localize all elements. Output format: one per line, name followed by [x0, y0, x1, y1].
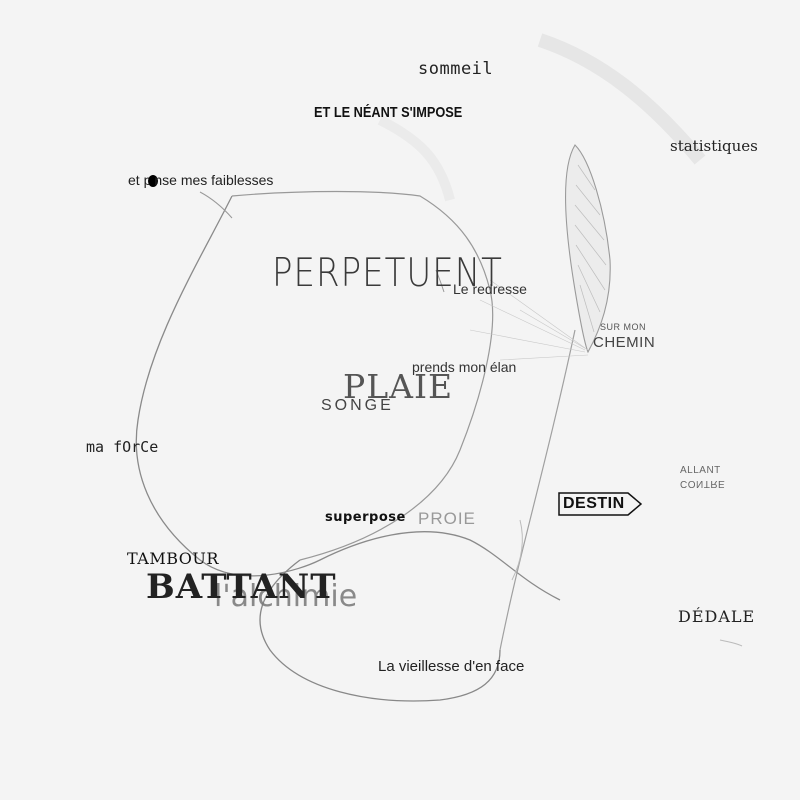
wisp-line — [511, 519, 523, 581]
word-sur-mon: SUR MON — [600, 322, 646, 332]
neck-line — [499, 329, 576, 651]
word-battant: BATTANT — [146, 567, 337, 607]
word-dedale: DÉDALE — [678, 607, 756, 626]
wisp-line — [719, 639, 743, 647]
word-plaie: PLAIE — [343, 367, 454, 406]
word-allant: ALLANT — [680, 465, 721, 476]
phrase-pense-start: et p — [128, 172, 152, 188]
word-proie: PROIE — [418, 509, 476, 528]
phrase-pense-end: nse mes faiblesses — [154, 172, 274, 188]
word-sommeil: sommeil — [418, 59, 494, 79]
word-neant: ET LE NÉANT S'IMPOSE — [314, 104, 463, 121]
word-vieillesse: La vieillesse d'en face — [378, 658, 525, 675]
ink-blot — [148, 175, 159, 187]
word-superpose: superpose — [325, 510, 406, 525]
word-destin: DESTIN — [563, 495, 625, 512]
chin-line — [259, 559, 501, 702]
word-perpetuent: PERPETUENT — [272, 250, 503, 297]
feather-shape — [564, 144, 611, 354]
word-tambour: TAMBOUR — [127, 549, 219, 568]
word-statistiques: statistiques — [670, 137, 758, 155]
word-alchimie: l'alchimie — [214, 579, 358, 614]
wisp-line — [199, 191, 233, 219]
destin-arrow-frame — [558, 492, 642, 516]
word-prends: prends mon élan — [412, 359, 517, 375]
word-force: ma fOrCe — [86, 438, 159, 456]
silhouette-line — [135, 195, 561, 601]
wisp-line — [435, 269, 445, 293]
shadow-stroke — [537, 33, 706, 165]
word-contre: CONTRE — [680, 478, 726, 489]
head-top-line — [231, 190, 494, 561]
word-chemin: CHEMIN — [593, 334, 656, 351]
word-redresse: Le redresse — [453, 281, 527, 297]
shadow-stroke — [377, 115, 455, 202]
word-songe: SONGE — [321, 397, 394, 414]
